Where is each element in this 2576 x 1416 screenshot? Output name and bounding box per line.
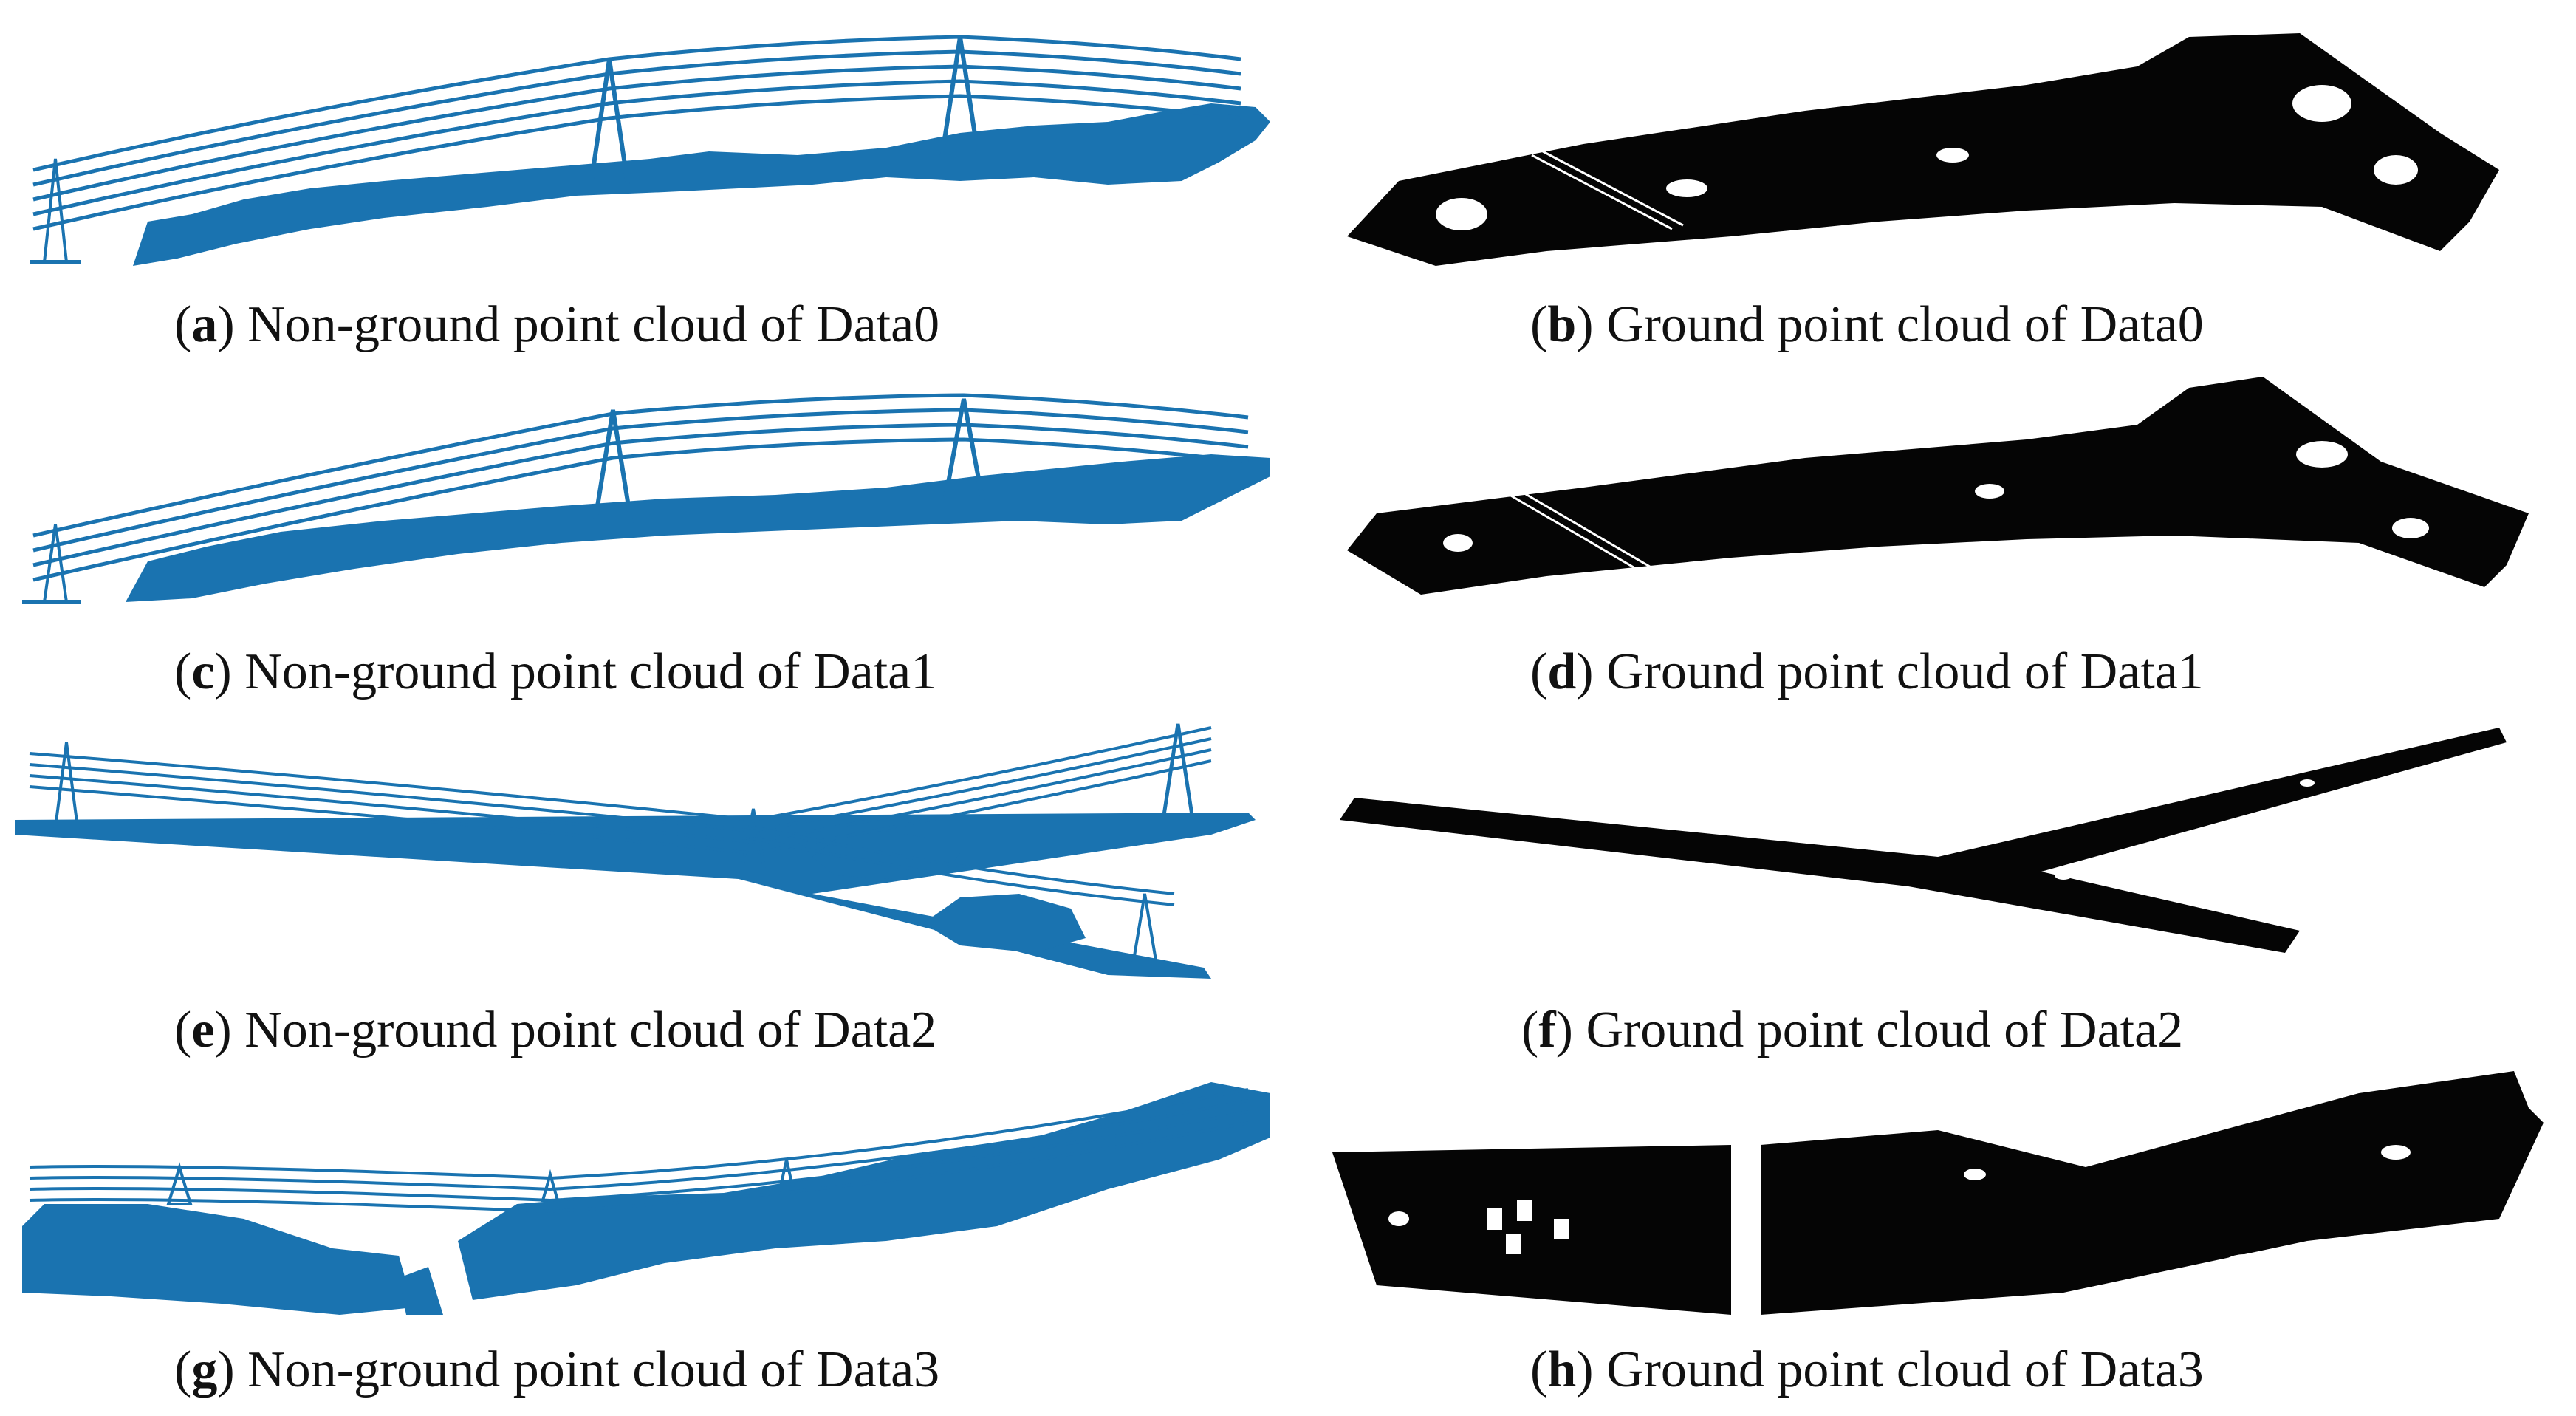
point-cloud-b [1347, 33, 2499, 266]
caption-g-text: Non-ground point cloud of Data3 [234, 1341, 940, 1398]
caption-b-letter: b [1547, 296, 1577, 353]
panel-a-non-ground-data0 [0, 0, 1288, 310]
caption-h-text: Ground point cloud of Data3 [1593, 1341, 2204, 1398]
caption-a: (a) Non-ground point cloud of Data0 [174, 296, 940, 353]
caption-c-text: Non-ground point cloud of Data1 [231, 643, 937, 700]
caption-d: (d) Ground point cloud of Data1 [1530, 643, 2204, 700]
caption-e-text: Non-ground point cloud of Data2 [231, 1002, 937, 1058]
panel-d-ground-data1 [1288, 366, 2576, 646]
caption-f-text: Ground point cloud of Data2 [1572, 1002, 2184, 1058]
caption-a-letter: a [191, 296, 218, 353]
caption-e-letter: e [191, 1002, 215, 1058]
caption-g-letter: g [191, 1341, 218, 1398]
caption-b: (b) Ground point cloud of Data0 [1530, 296, 2204, 353]
caption-b-text: Ground point cloud of Data0 [1593, 296, 2204, 353]
point-cloud-h [1332, 1071, 2544, 1315]
caption-e: (e) Non-ground point cloud of Data2 [174, 1002, 937, 1058]
caption-d-letter: d [1547, 643, 1577, 700]
caption-d-text: Ground point cloud of Data1 [1593, 643, 2204, 700]
caption-g: (g) Non-ground point cloud of Data3 [174, 1341, 940, 1398]
point-cloud-e [15, 723, 1256, 979]
caption-h: (h) Ground point cloud of Data3 [1530, 1341, 2204, 1398]
caption-c-letter: c [191, 643, 215, 700]
point-cloud-a [30, 35, 1270, 266]
panel-c-non-ground-data1 [0, 366, 1288, 646]
point-cloud-f [1340, 728, 2507, 953]
panel-h-ground-data3 [1288, 1071, 2576, 1352]
panel-b-ground-data0 [1288, 0, 2576, 310]
point-cloud-g [22, 1082, 1270, 1315]
caption-h-letter: h [1547, 1341, 1577, 1398]
caption-f-letter: f [1538, 1002, 1556, 1058]
panel-g-non-ground-data3 [0, 1071, 1288, 1352]
caption-a-text: Non-ground point cloud of Data0 [234, 296, 940, 353]
point-cloud-c [22, 393, 1270, 604]
caption-f: (f) Ground point cloud of Data2 [1521, 1002, 2184, 1058]
caption-c: (c) Non-ground point cloud of Data1 [174, 643, 937, 700]
point-cloud-d [1347, 377, 2529, 595]
panel-e-non-ground-data2 [0, 709, 1288, 1005]
panel-f-ground-data2 [1288, 709, 2576, 1005]
